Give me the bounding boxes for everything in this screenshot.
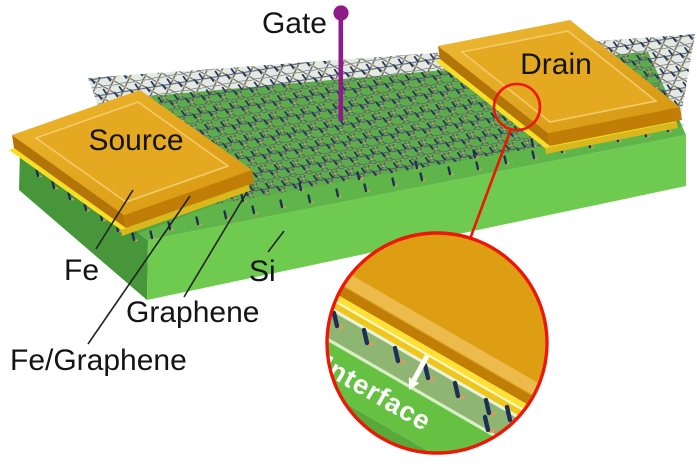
gate-pin-ball	[333, 5, 349, 21]
source-gold-ridge	[34, 101, 230, 203]
callout-connector-line	[468, 128, 513, 240]
source-gold-side-right	[124, 170, 254, 228]
source-label: Source	[88, 124, 183, 157]
drain-label: Drain	[520, 48, 592, 81]
fe-graphene-label: Fe/Graphene	[10, 344, 187, 377]
drain-gold-side-right	[548, 107, 682, 146]
si-label: Si	[249, 255, 276, 288]
drain-electrode: Drain	[435, 20, 682, 154]
drain-gold-ridge	[460, 30, 658, 123]
inset-ring	[325, 231, 549, 455]
gate-pin: Gate	[262, 5, 349, 121]
interface-arrow	[408, 354, 430, 390]
source-fe-layer-side	[121, 185, 250, 236]
fe-label: Fe	[64, 254, 99, 287]
drain-fe-layer-side	[545, 122, 678, 154]
fe-leader-line	[95, 189, 134, 250]
source-gold-side-front	[12, 135, 126, 228]
layer-annotations	[87, 189, 285, 345]
gate-label: Gate	[262, 7, 327, 40]
graphene-label: Graphene	[126, 296, 259, 329]
si-substrate-left-face	[19, 150, 148, 300]
drain-gold-side-front	[438, 46, 550, 146]
si-substrate-front-face	[147, 135, 686, 300]
si-leader-line	[267, 230, 285, 253]
callout-small-circle	[492, 82, 542, 132]
fe-graphene-leader-line	[87, 195, 191, 345]
graphene-leader-line	[183, 191, 248, 298]
